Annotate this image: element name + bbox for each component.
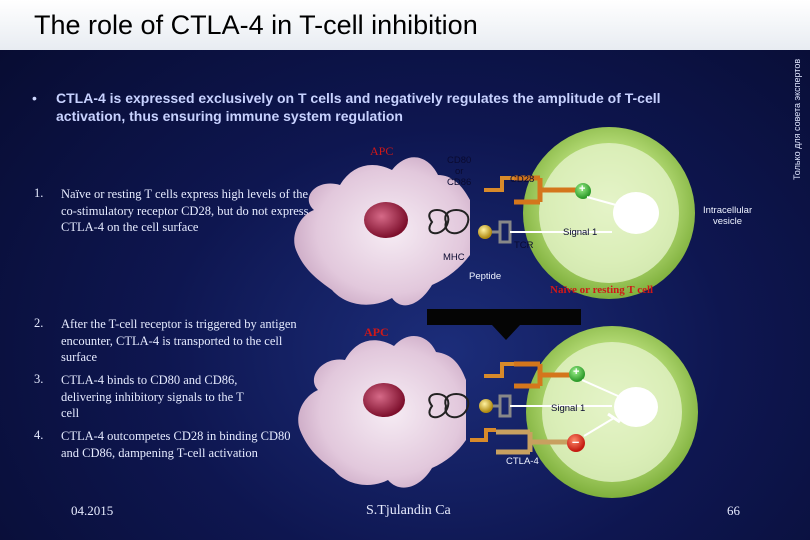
bullet-text: CTLA-4 is expressed exclusively on T cel… bbox=[56, 90, 661, 124]
cd28-label: CD28 bbox=[510, 174, 535, 185]
top-cd28-receptor bbox=[514, 175, 578, 205]
bottom-cd80-ligand bbox=[484, 362, 514, 378]
callout-box bbox=[427, 309, 581, 325]
naive-cell-caption: Naïve or resting T cell bbox=[550, 284, 654, 296]
bullet-marker: • bbox=[32, 90, 37, 106]
bottom-signal-label: Signal 1 bbox=[551, 403, 586, 414]
cd86-label: CD86 bbox=[447, 177, 472, 188]
item-1-number: 1. bbox=[34, 186, 44, 200]
bottom-tcr bbox=[493, 394, 512, 418]
ctla4-receptor bbox=[496, 429, 568, 455]
page-title: The role of CTLA-4 in T-cell inhibition bbox=[34, 10, 478, 40]
footer-author: S.Tjulandin Ca bbox=[366, 503, 451, 518]
top-mhc-2 bbox=[444, 209, 470, 235]
item-2-number: 2. bbox=[34, 316, 44, 330]
ctla4-label: CTLA-4 bbox=[506, 456, 539, 467]
footer-date: 04.2015 bbox=[71, 503, 114, 518]
item-3-text: CTLA-4 binds to CD80 and CD86, deliverin… bbox=[61, 373, 244, 420]
intracellular-vesicle-top bbox=[613, 192, 659, 234]
item-3-number: 3. bbox=[34, 372, 44, 386]
top-t-cell bbox=[523, 127, 695, 299]
bottom-plus-signal bbox=[569, 366, 585, 382]
bottom-apc-label: APC bbox=[364, 325, 389, 339]
title-bar bbox=[0, 0, 810, 50]
vesicle-label-2: vesicle bbox=[713, 216, 743, 227]
bottom-cd28-arrow bbox=[581, 379, 619, 397]
bottom-peptide bbox=[479, 399, 493, 413]
vesicle-label-1: Intracellular bbox=[703, 205, 753, 216]
ctla4-inhibition-line bbox=[583, 417, 615, 437]
top-signal-label: Signal 1 bbox=[563, 227, 598, 238]
cd80-label: CD80 bbox=[447, 155, 472, 166]
bottom-mhc bbox=[428, 393, 450, 419]
bottom-minus-signal bbox=[567, 434, 585, 452]
top-cd28-arrow bbox=[586, 196, 617, 206]
bottom-mhc-2 bbox=[444, 393, 470, 419]
mhc-label: MHC bbox=[443, 252, 465, 263]
top-apc-nucleus bbox=[364, 202, 408, 238]
bottom-apc-nucleus bbox=[363, 383, 405, 417]
top-plus-signal bbox=[575, 183, 591, 199]
top-peptide bbox=[478, 225, 492, 239]
top-apc-label: APC bbox=[370, 144, 394, 158]
item-1-text: Naïve or resting T cells express high le… bbox=[61, 187, 309, 234]
bottom-minus-text: – bbox=[572, 434, 580, 449]
callout-pointer bbox=[492, 325, 520, 340]
item-4-number: 4. bbox=[34, 428, 44, 442]
top-cd80-ligand bbox=[484, 176, 514, 192]
item-2-text: After the T-cell receptor is triggered b… bbox=[61, 317, 297, 364]
top-mhc bbox=[428, 209, 450, 235]
bottom-cd80-ligand-2 bbox=[470, 428, 496, 442]
top-plus-text: + bbox=[579, 183, 586, 195]
bottom-cd28-receptor bbox=[514, 361, 572, 389]
or-label: or bbox=[455, 166, 464, 177]
footer-page-number: 66 bbox=[727, 503, 740, 518]
intracellular-vesicle-bottom bbox=[614, 387, 658, 427]
bottom-plus-text: + bbox=[573, 366, 580, 378]
item-4-text: CTLA-4 outcompetes CD28 in binding CD80 … bbox=[61, 429, 291, 460]
ctla4-inhibition-bar bbox=[607, 412, 621, 424]
peptide-label: Peptide bbox=[469, 271, 502, 282]
tcr-label: TCR bbox=[514, 240, 534, 251]
top-tcr bbox=[492, 220, 512, 244]
